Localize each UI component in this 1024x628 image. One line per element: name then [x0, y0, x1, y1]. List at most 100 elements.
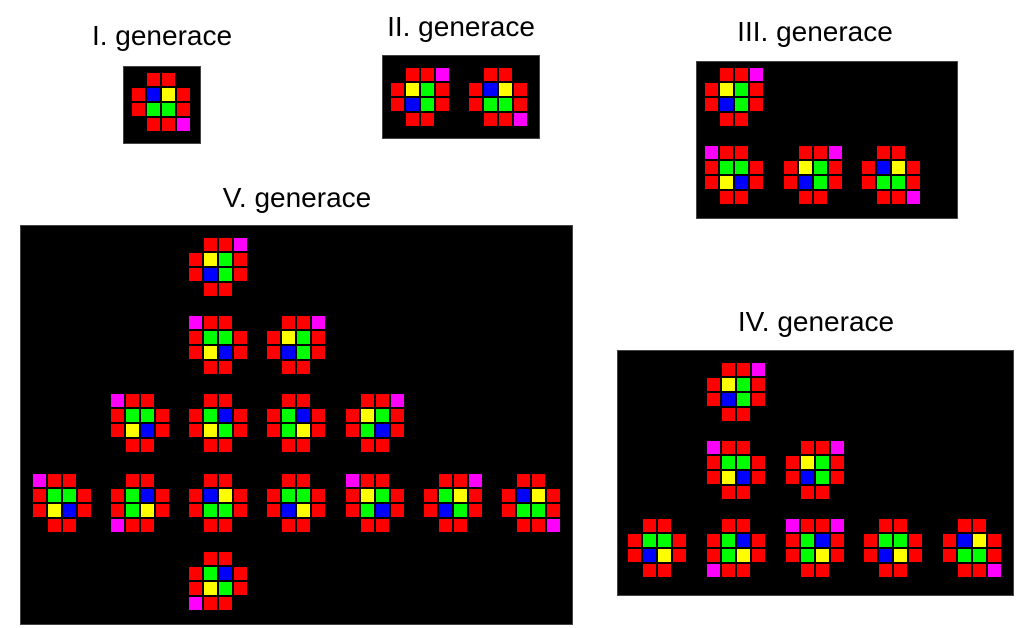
green-square [735, 161, 748, 174]
yellow-square [454, 489, 467, 502]
blue-square [147, 88, 160, 101]
colony-cell [628, 519, 688, 579]
yellow-square [282, 331, 295, 344]
red-square [267, 424, 280, 437]
red-square [862, 176, 875, 189]
red-square [547, 504, 560, 517]
red-square [297, 519, 310, 532]
yellow-square [799, 161, 812, 174]
green-square [282, 409, 295, 422]
red-square [234, 331, 247, 344]
red-square [361, 519, 374, 532]
red-square [204, 439, 217, 452]
colony-cell [189, 394, 249, 454]
red-square [673, 534, 686, 547]
red-square [786, 471, 799, 484]
green-square [421, 83, 434, 96]
red-square [439, 474, 452, 487]
magenta-square [829, 146, 842, 159]
red-square [814, 191, 827, 204]
red-square [204, 316, 217, 329]
blue-square [219, 346, 232, 359]
red-square [752, 549, 765, 562]
blue-square [376, 424, 389, 437]
blue-square [737, 534, 750, 547]
red-square [454, 519, 467, 532]
red-square [722, 564, 735, 577]
colony-cell [267, 394, 327, 454]
red-square [752, 456, 765, 469]
red-square [735, 191, 748, 204]
generation-4-title: IV. generace [737, 306, 895, 337]
red-square [722, 441, 735, 454]
red-square [439, 519, 452, 532]
yellow-square [204, 253, 217, 266]
red-square [705, 161, 718, 174]
green-square [722, 534, 735, 547]
red-square [892, 146, 905, 159]
yellow-square [892, 161, 905, 174]
red-square [707, 378, 720, 391]
green-square [720, 161, 733, 174]
green-square [801, 549, 814, 562]
red-square [737, 564, 750, 577]
red-square [750, 98, 763, 111]
red-square [892, 191, 905, 204]
generation-1-panel [123, 66, 201, 144]
red-square [189, 409, 202, 422]
red-square [189, 582, 202, 595]
red-square [48, 519, 61, 532]
colony-cell [189, 474, 249, 534]
green-square [879, 534, 892, 547]
colony-cell [943, 519, 1003, 579]
red-square [801, 564, 814, 577]
red-square [147, 73, 160, 86]
magenta-square [111, 394, 124, 407]
red-square [831, 456, 844, 469]
red-square [376, 439, 389, 452]
yellow-square [973, 534, 986, 547]
green-square [219, 268, 232, 281]
red-square [406, 68, 419, 81]
magenta-square [831, 519, 844, 532]
green-square [282, 424, 295, 437]
colony-cell [189, 238, 249, 298]
red-square [312, 424, 325, 437]
green-square [439, 489, 452, 502]
green-square [126, 504, 139, 517]
red-square [189, 489, 202, 502]
generation-4-panel [617, 350, 1014, 596]
green-square [814, 161, 827, 174]
green-square [877, 176, 890, 189]
red-square [219, 597, 232, 610]
red-square [156, 489, 169, 502]
red-square [735, 68, 748, 81]
red-square [267, 409, 280, 422]
red-square [829, 161, 842, 174]
green-square [376, 409, 389, 422]
red-square [958, 564, 971, 577]
red-square [737, 363, 750, 376]
generation-2-panel [382, 55, 540, 139]
green-square [141, 409, 154, 422]
red-square [162, 118, 175, 131]
red-square [177, 88, 190, 101]
green-square [737, 456, 750, 469]
red-square [111, 424, 124, 437]
green-square [499, 98, 512, 111]
red-square [132, 103, 145, 116]
blue-square [958, 534, 971, 547]
red-square [907, 176, 920, 189]
red-square [141, 519, 154, 532]
red-square [219, 552, 232, 565]
blue-square [141, 489, 154, 502]
red-square [219, 519, 232, 532]
red-square [973, 519, 986, 532]
yellow-square [894, 549, 907, 562]
red-square [502, 504, 515, 517]
colony-cell [111, 394, 171, 454]
green-square [532, 504, 545, 517]
red-square [189, 253, 202, 266]
blue-square [735, 176, 748, 189]
red-square [204, 474, 217, 487]
